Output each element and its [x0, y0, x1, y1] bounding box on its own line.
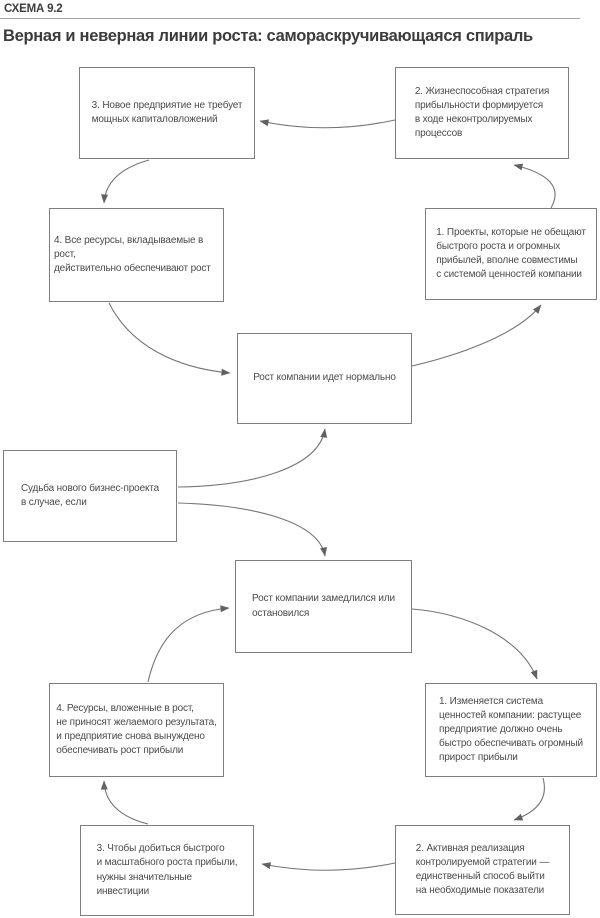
box-top-step2-text: 2. Жизнеспособная стратегия прибыльности…: [414, 85, 550, 140]
box-top-center: Рост компании идет нормально: [237, 333, 412, 424]
box-top-step2: 2. Жизнеспособная стратегия прибыльности…: [395, 67, 569, 159]
box-bottom-step4: 4. Ресурсы, вложенные в рост, не принося…: [49, 683, 224, 777]
box-bottom-step1-text: 1. Изменяется система ценностей компании…: [439, 695, 583, 764]
box-bottom-step1: 1. Изменяется система ценностей компании…: [425, 683, 597, 777]
box-bottom-step3-text: 3. Чтобы добиться быстрого и масштабного…: [96, 843, 238, 897]
box-top-step1-text: 1. Проекты, которые не обещают быстрого …: [436, 226, 586, 281]
schema-number-label: СХЕМА 9.2: [4, 3, 63, 15]
arrow-bottom-step4-to-center: [147, 605, 230, 683]
arrow-bottom-center-to-step1: [411, 608, 538, 680]
box-bottom-step2-text: 2. Активная реализация контролируемой ст…: [415, 842, 550, 897]
page-title: Верная и неверная линии роста: самораскр…: [3, 27, 533, 45]
arrow-bottom-step2-to-step3: [261, 862, 396, 871]
arrow-top-center-to-step1: [411, 304, 542, 367]
box-top-step3-text: 3. Новое предприятие не требует мощных к…: [91, 99, 243, 125]
box-bottom-step2: 2. Активная реализация контролируемой ст…: [395, 825, 570, 915]
header-divider: [0, 18, 580, 19]
box-top-step1: 1. Проекты, которые не обещают быстрого …: [425, 208, 597, 300]
arrow-top-step2-to-step3: [259, 119, 396, 129]
arrow-top-step1-to-step2: [513, 163, 556, 209]
box-top-step4-text: 4. Все ресурсы, вкладываемые в рост, дей…: [54, 234, 211, 275]
arrow-condition-to-top-center: [177, 428, 328, 488]
box-bottom-step4-text: 4. Ресурсы, вложенные в рост, не принося…: [56, 702, 217, 757]
box-condition-text: Судьба нового бизнес-проекта в случае, е…: [20, 482, 160, 508]
box-top-step3: 3. Новое предприятие не требует мощных к…: [79, 67, 255, 159]
box-top-center-text: Рост компании идет нормально: [253, 372, 396, 384]
arrow-bottom-step3-to-step4: [100, 780, 149, 825]
arrow-bottom-step1-to-step2: [513, 777, 545, 821]
box-bottom-center: Рост компании замедлился или остановился: [235, 560, 412, 653]
box-bottom-center-text: Рост компании замедлился или остановился: [252, 593, 395, 619]
box-top-step4: 4. Все ресурсы, вкладываемые в рост, дей…: [49, 208, 224, 302]
arrow-condition-to-bottom-center: [177, 502, 327, 557]
arrow-top-step4-to-center: [108, 302, 231, 376]
arrow-top-step3-to-step4: [101, 159, 150, 204]
box-condition: Судьба нового бизнес-проекта в случае, е…: [3, 450, 177, 542]
box-bottom-step3: 3. Чтобы добиться быстрого и масштабного…: [80, 825, 254, 916]
